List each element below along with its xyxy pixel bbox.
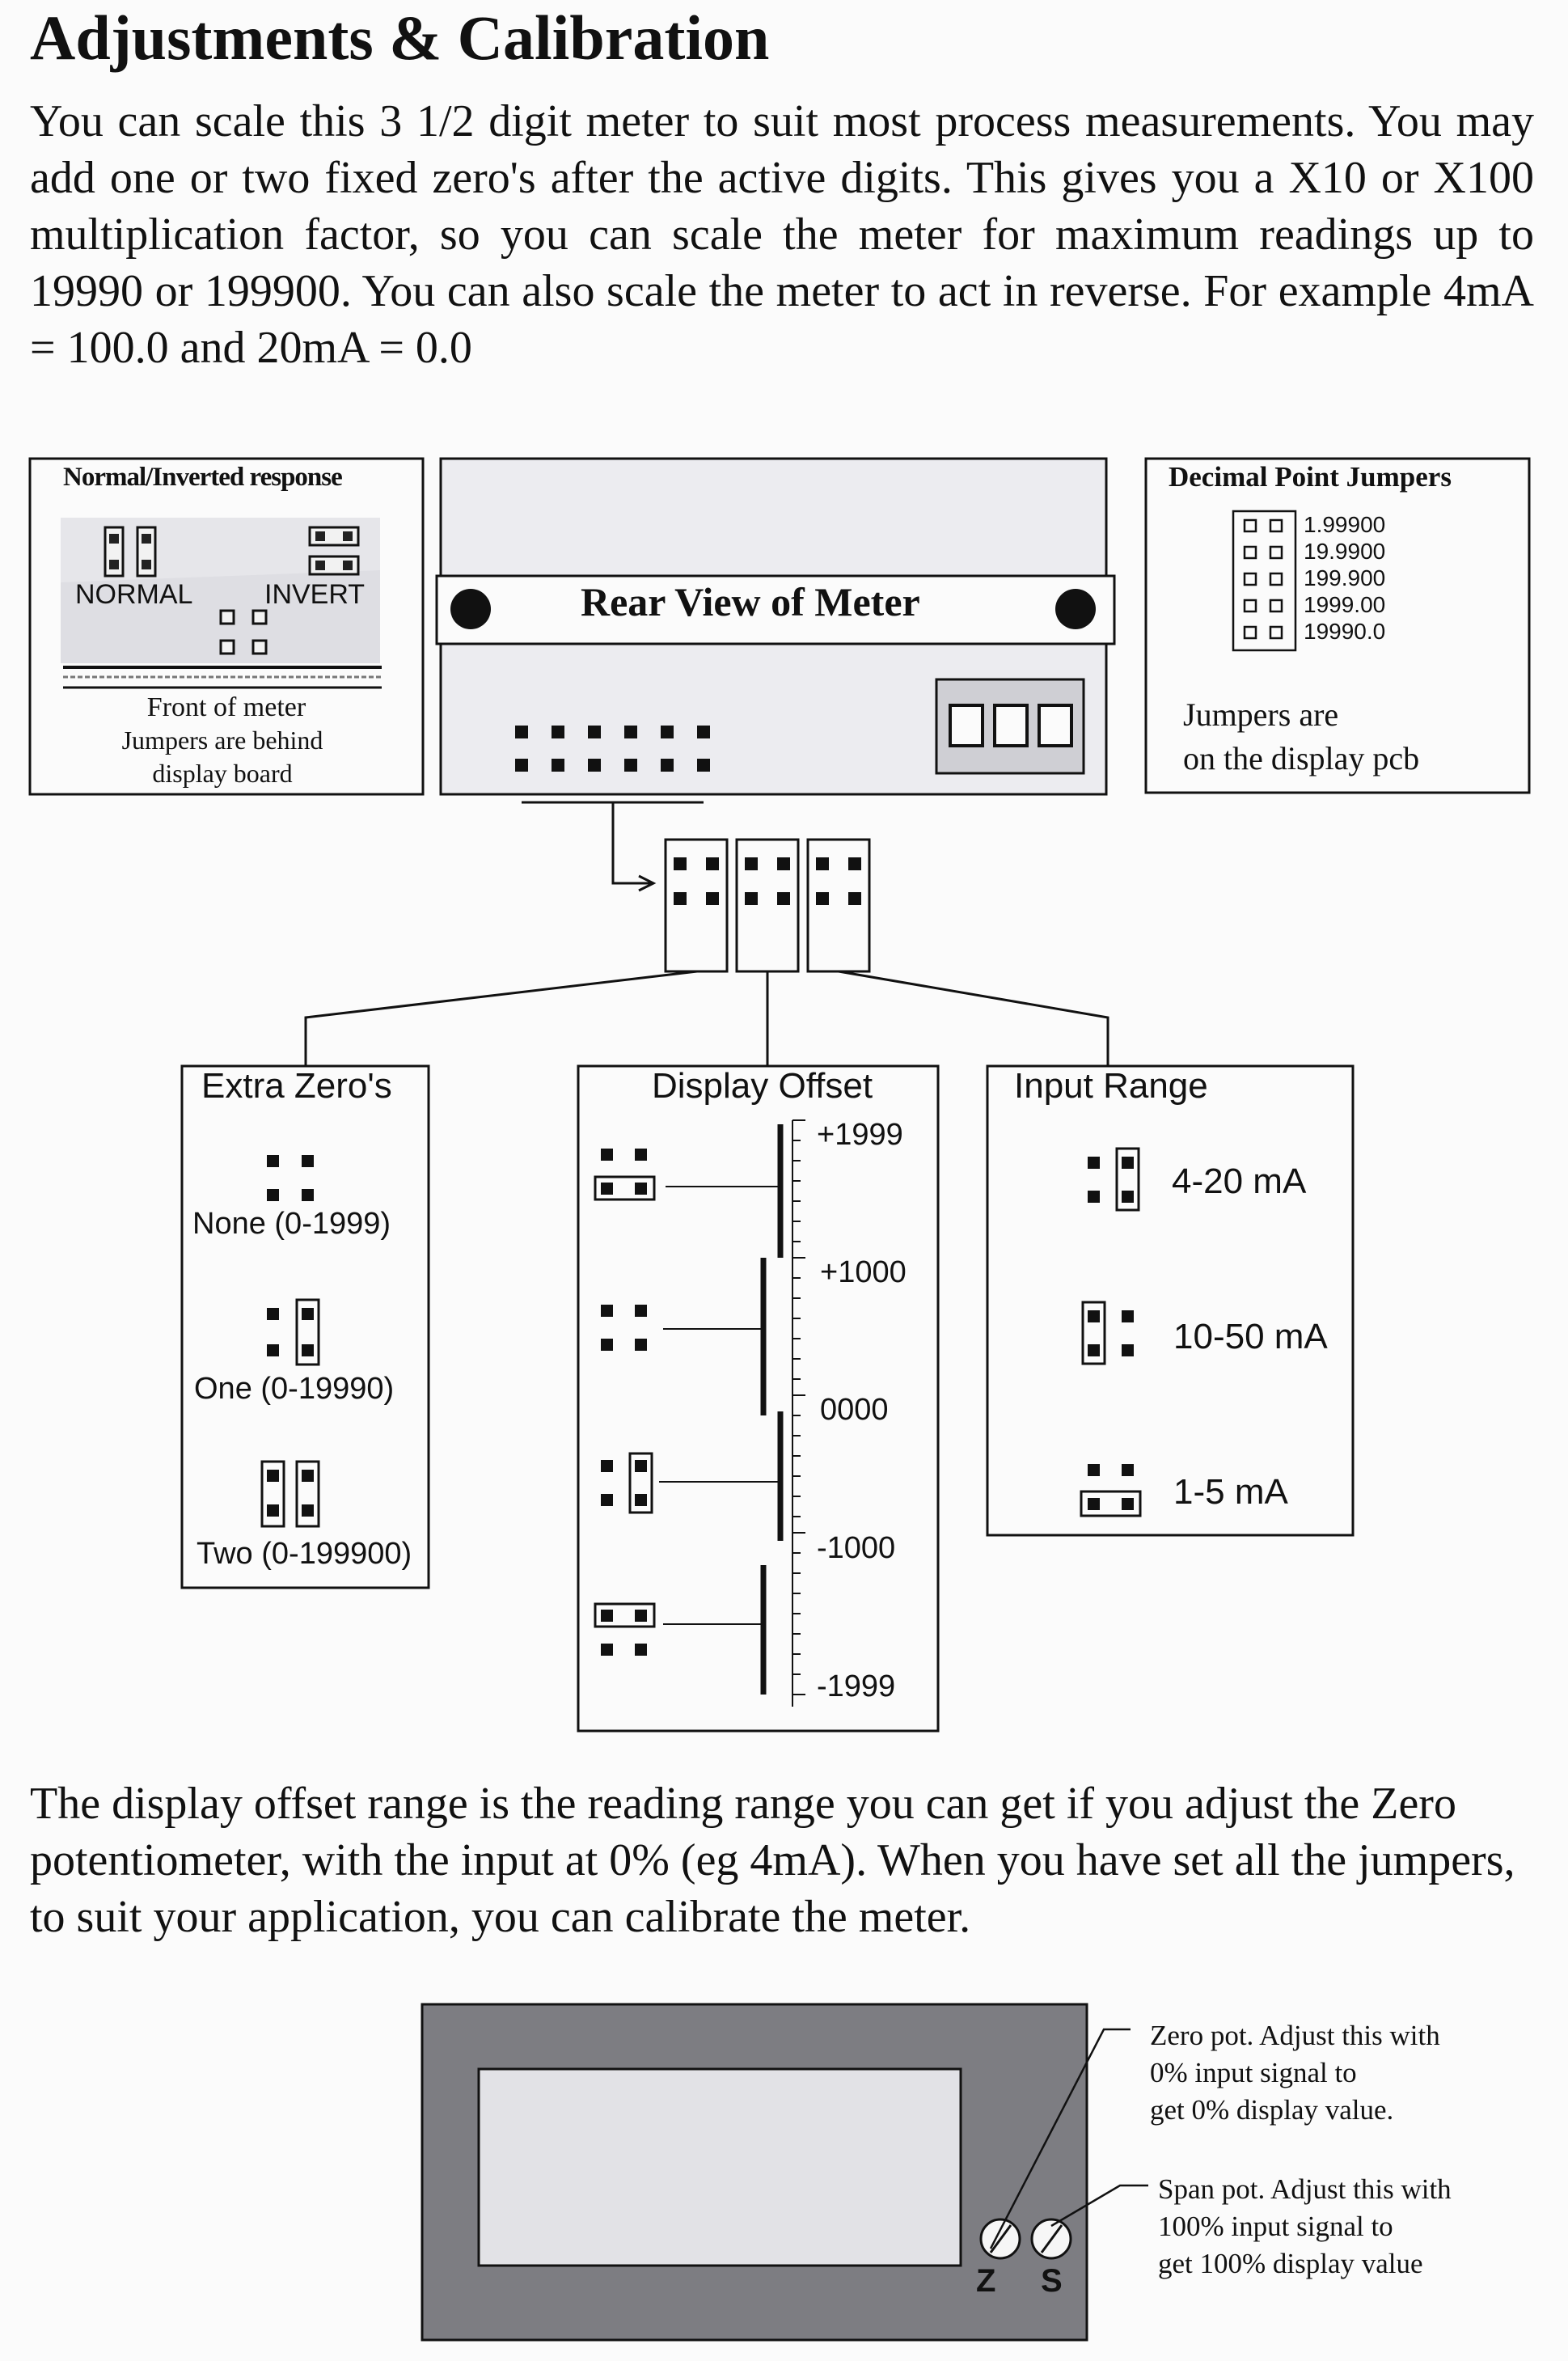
offset-scale-label: -1000: [817, 1531, 896, 1565]
extra-zeros-title: Extra Zero's: [201, 1066, 392, 1106]
normal-inverted-title: Normal/Inverted response: [63, 463, 343, 492]
display-board-caption: display board: [152, 759, 293, 788]
input-range-option: 10-50 mA: [1173, 1317, 1328, 1356]
extra-zeros-box: [180, 1064, 430, 1589]
jumper-blocks: [664, 838, 871, 973]
jumper-location-note: on the display pcb: [1183, 740, 1420, 776]
span-pot-note: get 100% display value: [1158, 2248, 1423, 2279]
span-pot-note: 100% input signal to: [1158, 2211, 1393, 2242]
zero-pot-note: Zero pot. Adjust this with: [1150, 2020, 1440, 2051]
normal-label: NORMAL: [75, 579, 193, 610]
offset-scale: [594, 1119, 805, 1707]
span-pot-note: Span pot. Adjust this with: [1158, 2173, 1452, 2205]
input-range-box: [986, 1064, 1355, 1537]
decimal-option: 19990.0: [1304, 619, 1386, 644]
invert-label: INVERT: [264, 579, 366, 610]
offset-scale-label: -1999: [817, 1669, 896, 1703]
front-of-meter-caption: Front of meter: [146, 692, 306, 722]
decimal-option: 1999.00: [1304, 592, 1386, 617]
zero-pot-note: 0% input signal to: [1150, 2057, 1357, 2088]
input-range-option: 4-20 mA: [1172, 1161, 1307, 1201]
decimal-option: 19.9900: [1304, 539, 1386, 564]
zero-pot-note: get 0% display value.: [1150, 2094, 1394, 2126]
page-title: Adjustments & Calibration: [30, 2, 770, 73]
extra-zero-option: Two (0-199900): [197, 1537, 412, 1571]
decimal-point-title: Decimal Point Jumpers: [1169, 461, 1452, 493]
rear-view-title: Rear View of Meter: [581, 579, 920, 624]
jumper-location-note: Jumpers are: [1183, 696, 1339, 733]
zero-pot-label: Z: [976, 2263, 996, 2299]
display-offset-box: [577, 1064, 940, 1733]
rear-view-graphic: [435, 457, 1116, 892]
normal-inverted-box: [28, 457, 425, 796]
extra-zero-option: One (0-19990): [194, 1372, 395, 1406]
offset-scale-label: 0000: [820, 1393, 889, 1427]
intro-paragraph: You can scale this 3 1/2 digit meter to …: [30, 96, 1534, 373]
extra-zero-option: None (0-1999): [192, 1207, 391, 1241]
offset-paragraph: The display offset range is the reading …: [30, 1779, 1515, 1942]
display-offset-title: Display Offset: [652, 1066, 873, 1106]
span-pot-label: S: [1041, 2263, 1063, 2299]
decimal-point-box: [1144, 457, 1531, 794]
decimal-option: 1.99900: [1304, 512, 1386, 537]
normal-inverted-graphic: [61, 518, 382, 689]
input-range-option: 1-5 mA: [1173, 1472, 1288, 1512]
jumpers-behind-caption: Jumpers are behind: [121, 726, 323, 755]
offset-scale-label: +1000: [820, 1255, 907, 1289]
decimal-option: 199.900: [1304, 565, 1386, 590]
input-range-title: Input Range: [1014, 1066, 1208, 1106]
meter-front-graphic: [421, 2003, 1148, 2342]
offset-scale-label: +1999: [817, 1118, 903, 1152]
